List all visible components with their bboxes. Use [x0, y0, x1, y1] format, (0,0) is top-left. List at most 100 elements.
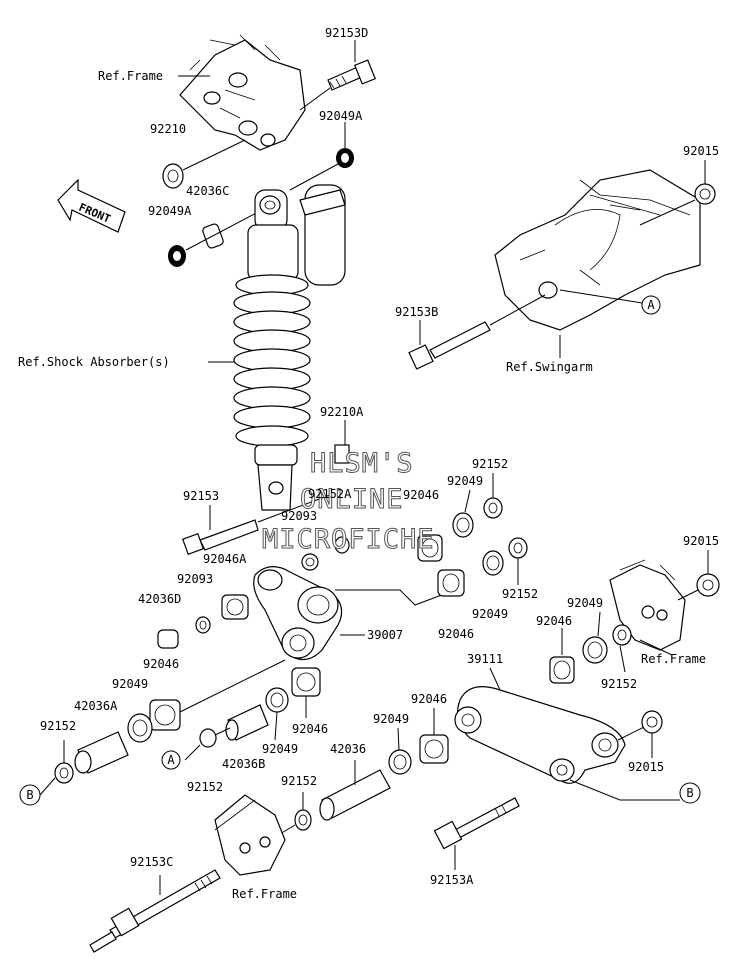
part-label-92152a: 92152A	[308, 487, 352, 501]
collar-42036	[319, 769, 391, 821]
nut-92210a	[334, 444, 350, 464]
link-39111	[454, 686, 626, 784]
nut-92015-bottom	[641, 710, 663, 734]
part-label-42036c: 42036C	[186, 184, 229, 198]
ref-frame-bottom-label: Ref.Frame	[232, 887, 297, 901]
link-39007	[253, 566, 343, 661]
watermark: HLSM'S ONLINE MICROFICHE	[262, 448, 435, 556]
washer-92152-mid	[294, 809, 312, 831]
seal-92093-lower	[195, 616, 211, 634]
watermark-line-1: HLSM'S	[310, 448, 414, 479]
part-label-92210a: 92210A	[320, 405, 364, 419]
washer-92049a-top	[336, 148, 354, 168]
bearing-92046-mid	[291, 667, 321, 697]
bearing-92046-right	[437, 569, 465, 597]
part-label-92015-bottom: 92015	[628, 760, 664, 774]
bearing-92046-upper	[417, 534, 443, 562]
top-frame-bracket	[179, 34, 306, 151]
marker-a-right-text: A	[647, 298, 655, 312]
ref-frame-top-label: Ref.Frame	[98, 69, 163, 83]
part-label-92049a-top: 92049A	[319, 109, 363, 123]
part-label-92210: 92210	[150, 122, 186, 136]
marker-a-right: A	[641, 295, 661, 315]
part-label-92093-lower: 92093	[177, 572, 213, 586]
watermark-line-2: ONLINE	[300, 484, 404, 515]
bearing-92046-r2	[549, 656, 575, 684]
part-label-92046a: 92046A	[203, 552, 247, 566]
part-label-92152-upper: 92152	[472, 457, 508, 471]
part-label-92049-r2: 92049	[567, 596, 603, 610]
part-label-92049-mid: 92049	[262, 742, 298, 756]
bearing-92046-left	[149, 699, 181, 731]
bearing-92046-link	[419, 734, 449, 764]
part-label-92153: 92153	[183, 489, 219, 503]
washer-92152-left	[54, 762, 74, 784]
part-label-42036b: 42036B	[222, 757, 265, 771]
part-label-92153d: 92153D	[325, 26, 368, 40]
collar-42036d	[157, 629, 179, 649]
part-label-92049-upper: 92049	[447, 474, 483, 488]
part-label-39007: 39007	[367, 628, 403, 642]
marker-b-left-text: B	[26, 788, 33, 802]
part-label-92049a-left: 92049A	[148, 204, 192, 218]
seal-92049-left	[127, 713, 153, 743]
bolt-92153b	[408, 321, 491, 370]
part-label-92152-left: 92152	[40, 719, 76, 733]
washer-92152-upper	[483, 497, 503, 519]
part-label-92046-link: 92046	[411, 692, 447, 706]
seal-92049-mid	[265, 687, 289, 713]
washer-92049a-left	[168, 245, 186, 267]
part-label-92153b: 92153B	[395, 305, 438, 319]
part-label-92049-link: 92049	[373, 712, 409, 726]
bolt-92153d	[327, 59, 377, 91]
washer-92152-right	[508, 537, 528, 559]
washer-92152a	[334, 536, 350, 554]
washer-a-left	[199, 728, 217, 748]
part-label-92015-right: 92015	[683, 534, 719, 548]
part-label-92093-upper: 92093	[281, 509, 317, 523]
watermark-line-3: MICROFICHE	[262, 524, 435, 555]
part-label-42036a: 42036A	[74, 699, 118, 713]
shock-absorber	[233, 184, 346, 511]
seal-92093-upper	[301, 553, 319, 571]
part-label-92153c: 92153C	[130, 855, 173, 869]
part-label-92046-upper: 92046	[403, 488, 439, 502]
washer-92152-r2	[612, 624, 632, 646]
marker-b-left: B	[19, 784, 41, 806]
seal-92049-right	[482, 550, 504, 576]
collar-42036a	[74, 731, 129, 774]
collar-42036b	[225, 704, 269, 741]
swingarm	[494, 169, 701, 331]
seal-92049-r2	[582, 636, 608, 664]
part-label-42036: 42036	[330, 742, 366, 756]
part-label-92046-left: 92046	[143, 657, 179, 671]
part-label-92046-mid: 92046	[292, 722, 328, 736]
marker-a-left-text: A	[167, 753, 175, 767]
part-label-92049-right: 92049	[472, 607, 508, 621]
marker-b-right-text: B	[686, 786, 693, 800]
part-label-92153a: 92153A	[430, 873, 474, 887]
seal-92049-link	[388, 749, 412, 775]
nut-92015-right	[696, 573, 720, 597]
bolt-92153a	[433, 797, 520, 850]
ref-shock-label: Ref.Shock Absorber(s)	[18, 355, 170, 369]
part-label-92015-top: 92015	[683, 144, 719, 158]
part-label-92152-right: 92152	[502, 587, 538, 601]
nut-92015-top	[694, 183, 716, 205]
part-label-42036d: 42036D	[138, 592, 181, 606]
part-label-92152-mid-left: 92152	[187, 780, 223, 794]
bottom-frame-bracket	[214, 794, 286, 876]
bolt-92153c	[89, 869, 221, 953]
nut-92210	[162, 163, 184, 189]
front-direction-arrow: FRONT	[57, 178, 126, 233]
seal-92049-upper	[452, 512, 474, 538]
part-label-92046-right: 92046	[438, 627, 474, 641]
marker-b-right: B	[679, 782, 701, 804]
part-label-92046-r2: 92046	[536, 614, 572, 628]
ref-frame-right-label: Ref.Frame	[641, 652, 706, 666]
part-label-39111: 39111	[467, 652, 503, 666]
part-label-92152-r2: 92152	[601, 677, 637, 691]
part-label-92049-left: 92049	[112, 677, 148, 691]
